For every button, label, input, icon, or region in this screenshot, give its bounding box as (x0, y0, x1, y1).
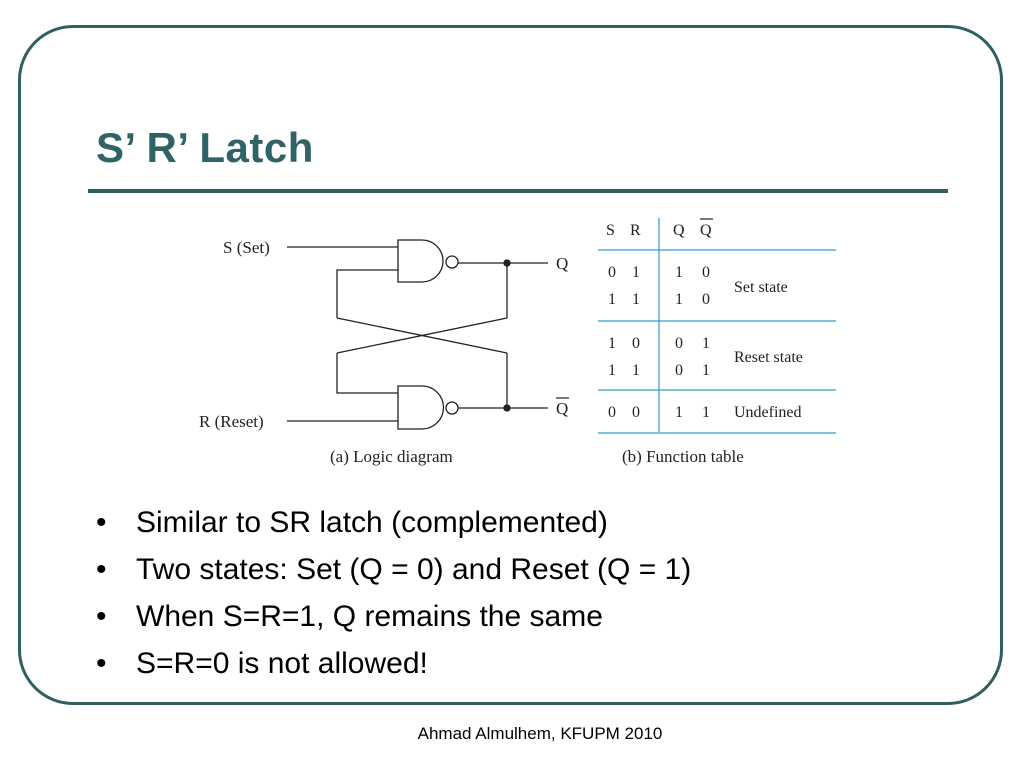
feedback-wire-bottom-input (336, 353, 398, 394)
table-cell: 1 (632, 264, 640, 281)
table-cell: 0 (608, 404, 616, 421)
table-cell: 1 (632, 291, 640, 308)
table-cell: 1 (608, 362, 616, 379)
latch-figure: S (Set) R (Reset) Q Q (a) Logic diagram … (199, 218, 836, 466)
table-cell: 1 (608, 291, 616, 308)
bullet-marker: • (96, 600, 107, 633)
table-header-r: R (630, 222, 641, 239)
bullet-text: S=R=0 is not allowed! (136, 647, 428, 680)
logic-diagram-caption: (a) Logic diagram (330, 447, 453, 466)
function-table-caption: (b) Function table (622, 447, 744, 466)
slide-title: S’ R’ Latch (96, 124, 314, 171)
table-cell: 0 (608, 264, 616, 281)
table-header-q: Q (673, 222, 685, 239)
bullet-marker: • (96, 506, 107, 539)
nand-bubble-bottom (445, 401, 459, 415)
table-cell: 1 (632, 362, 640, 379)
state-label-undefined: Undefined (734, 404, 802, 421)
bullet-item: • S=R=0 is not allowed! (96, 644, 691, 691)
table-header-qbar: Q (700, 222, 712, 239)
table-cell: 0 (632, 335, 640, 352)
table-cell: 1 (675, 404, 683, 421)
nand-gate-top (397, 239, 444, 283)
logic-diagram (287, 239, 548, 430)
cross-wire-2 (336, 317, 508, 354)
output-qbar-label: Q (556, 399, 568, 418)
input-s-label: S (Set) (223, 238, 270, 257)
bullet-marker: • (96, 647, 107, 680)
function-table: S R Q Q 0 1 1 0 1 1 1 0 Set state 1 0 0 … (598, 218, 836, 434)
bullet-item: • Two states: Set (Q = 0) and Reset (Q = … (96, 550, 691, 597)
table-cell: 0 (675, 362, 683, 379)
bullet-text: Two states: Set (Q = 0) and Reset (Q = 1… (136, 553, 692, 586)
bullet-item: • When S=R=1, Q remains the same (96, 597, 691, 644)
table-cell: 1 (702, 362, 710, 379)
table-cell: 1 (675, 264, 683, 281)
slide-frame (18, 25, 1003, 705)
output-q-label: Q (556, 254, 568, 273)
table-cell: 1 (702, 335, 710, 352)
table-cell: 1 (702, 404, 710, 421)
nand-gate-bottom (397, 385, 445, 430)
feedback-wire-top-input (336, 269, 398, 318)
input-r-label: R (Reset) (199, 412, 264, 431)
table-cell: 0 (702, 264, 710, 281)
bullet-text: When S=R=1, Q remains the same (136, 600, 603, 633)
table-cell: 0 (632, 404, 640, 421)
bullet-text: Similar to SR latch (complemented) (136, 506, 608, 539)
slide-footer: Ahmad Almulhem, KFUPM 2010 (417, 724, 663, 743)
nand-bubble-top (445, 255, 459, 269)
bullet-list: • Similar to SR latch (complemented) • Two… (96, 503, 691, 691)
table-header-s: S (606, 222, 615, 239)
bullet-marker: • (96, 553, 107, 586)
table-cell: 1 (675, 291, 683, 308)
state-label-reset: Reset state (734, 349, 803, 366)
table-cell: 0 (675, 335, 683, 352)
junction-dot-qbar (503, 404, 511, 412)
title-divider (88, 189, 948, 193)
state-label-set: Set state (734, 279, 788, 296)
table-cell: 1 (608, 335, 616, 352)
table-cell: 0 (702, 291, 710, 308)
bullet-item: • Similar to SR latch (complemented) (96, 503, 691, 550)
